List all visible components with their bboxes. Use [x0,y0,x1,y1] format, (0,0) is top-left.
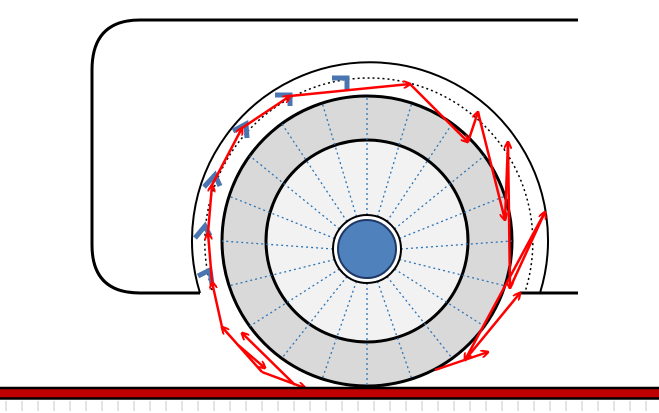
flow-arrow [206,185,212,234]
flow-arrow [261,370,305,388]
spoke-line [221,240,334,250]
flow-arrow [476,111,505,220]
flow-arrow [242,333,296,386]
flap [196,266,215,285]
flow-arrow [237,344,265,368]
flow-arrow [508,141,510,288]
hub [337,219,397,279]
flap [332,75,350,90]
flow-arrow [208,233,214,283]
flow-arrow [409,83,468,142]
spoke-line [228,258,335,287]
spoke-line [228,195,335,240]
air-flow-arrows [208,84,545,388]
flow-arrow [464,293,520,361]
spoke-line [400,240,513,250]
road-red-band [0,389,659,398]
spoke-line [399,195,506,240]
spoke-line [394,155,485,230]
spoke-line [321,281,358,380]
flow-arrow [465,211,547,360]
flow-arrow [289,84,410,98]
spoke-line [376,281,413,380]
wheel-well-arc [191,61,549,294]
flap [202,170,223,189]
spoke-line [249,155,340,230]
flow-arrow [212,282,224,328]
road-ticks [5,401,647,411]
spoke-line [399,258,506,287]
flow-arrow [466,112,478,143]
flow-arrow [210,128,242,186]
flow-arrow [241,96,290,130]
flow-arrow [434,352,488,372]
spokes [221,96,513,386]
vehicle-body-outline [90,18,578,295]
